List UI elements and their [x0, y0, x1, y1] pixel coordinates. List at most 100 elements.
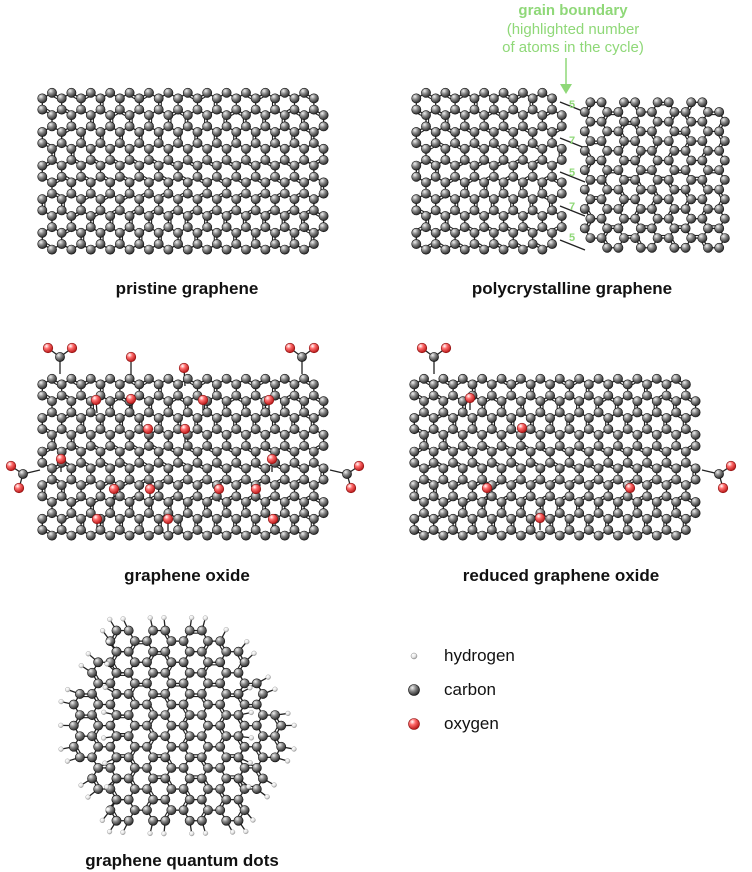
poly-left-carbon-atom	[488, 93, 499, 104]
pristine-carbon-atom	[318, 143, 329, 154]
quantum-hydrogen-atom	[243, 828, 249, 835]
quantum-carbon-atom	[142, 784, 152, 794]
quantum-carbon-atom	[196, 667, 207, 678]
reduced-carbon-atom	[583, 379, 594, 390]
oxide-carbon-atom	[134, 457, 145, 468]
quantum-carbon-atom	[221, 773, 232, 784]
oxygen-atom-icon	[404, 714, 424, 734]
pristine-carbon-atom	[85, 222, 96, 233]
reduced-carbon-atom	[642, 491, 652, 502]
oxide-carbon-atom	[279, 429, 290, 440]
poly-right-carbon-atom	[613, 165, 624, 176]
quantum-hydrogen-atom	[284, 758, 291, 764]
quantum-carbon-atom	[233, 794, 244, 805]
grain-boundary-ring-size: 7	[569, 135, 575, 147]
poly-right-carbon-atom	[635, 165, 646, 176]
reduced-carbon-atom	[545, 480, 555, 491]
pristine-carbon-atom	[318, 110, 329, 121]
pristine-carbon-atom	[211, 93, 222, 104]
pristine-carbon-atom	[231, 104, 242, 115]
reduced-carbon-atom	[690, 441, 701, 451]
oxide-carbon-atom	[153, 525, 164, 535]
poly-left-carbon-atom	[479, 110, 490, 121]
quantum-carbon-atom	[233, 667, 244, 678]
reduced-carbon-atom	[622, 424, 633, 435]
reduced-carbon-atom	[535, 429, 546, 440]
oxide-carbon-atom	[76, 525, 86, 535]
oxide-carbon-atom	[114, 446, 125, 457]
oxide-carbon-atom	[114, 513, 125, 524]
pristine-carbon-atom	[76, 239, 86, 249]
pristine-carbon-atom	[279, 121, 290, 132]
oxide-carbon-atom	[260, 508, 271, 519]
reduced-carbon-atom	[622, 446, 633, 457]
poly-right-carbon-atom	[703, 126, 713, 137]
quantum-carbon-atom	[75, 752, 85, 763]
oxide-carbon-atom	[85, 373, 96, 384]
reduced-carbon-atom	[622, 379, 633, 390]
reduced-carbon-atom	[457, 441, 468, 451]
poly-right-carbon-atom	[663, 116, 674, 127]
oxide-oxygen-atom	[142, 423, 154, 435]
reduced-carbon-atom	[438, 497, 449, 507]
poly-right-carbon-atom	[686, 194, 697, 205]
poly-left-carbon-atom	[450, 239, 460, 249]
reduced-carbon-atom	[613, 474, 623, 485]
oxide-oxygen-atom	[144, 483, 156, 495]
oxide-carbon-atom	[299, 463, 310, 474]
pristine-carbon-atom	[192, 205, 203, 216]
pristine-carbon-atom	[144, 121, 154, 132]
oxide-oxygen-atom	[308, 342, 320, 354]
reduced-carbon-atom	[535, 407, 546, 418]
pristine-carbon-atom	[308, 138, 319, 149]
poly-left-carbon-atom	[450, 127, 460, 137]
poly-right-carbon-atom	[663, 174, 674, 185]
oxide-carbon-atom	[192, 424, 203, 435]
oxide-carbon-atom	[85, 429, 96, 440]
reduced-carbon-atom	[516, 530, 526, 541]
reduced-oxygen-atom	[416, 342, 428, 354]
poly-left-carbon-atom	[547, 160, 557, 171]
quantum-carbon-atom	[93, 763, 104, 773]
pristine-carbon-atom	[66, 222, 77, 233]
reduced-carbon-atom	[613, 373, 623, 384]
reduced-carbon-atom	[419, 407, 429, 418]
pristine-carbon-atom	[308, 160, 319, 171]
poly-left-carbon-atom	[430, 93, 441, 104]
poly-left-carbon-atom	[498, 177, 509, 188]
pristine-carbon-atom	[95, 93, 106, 104]
pristine-carbon-atom	[192, 160, 203, 171]
reduced-carbon-atom	[554, 396, 565, 407]
pristine-carbon-atom	[192, 127, 203, 137]
oxide-carbon-atom	[202, 474, 213, 485]
poly-left-carbon-atom	[518, 188, 528, 199]
pristine-carbon-atom	[144, 110, 154, 121]
reduced-carbon-atom	[506, 457, 517, 468]
poly-right-carbon-atom	[703, 165, 713, 176]
pristine-carbon-atom	[66, 211, 77, 221]
label-graphene-oxide: graphene oxide	[124, 566, 250, 585]
reduced-carbon-atom	[632, 497, 643, 507]
oxide-carbon-atom	[270, 424, 280, 435]
poly-left-carbon-atom	[411, 104, 422, 115]
pristine-carbon-atom	[37, 127, 48, 137]
pristine-carbon-atom	[105, 244, 116, 255]
reduced-carbon-atom	[661, 413, 672, 423]
reduced-carbon-atom	[690, 497, 701, 507]
quantum-carbon-atom	[251, 784, 262, 794]
poly-right-carbon-atom	[585, 213, 596, 224]
pristine-carbon-atom	[37, 171, 48, 182]
quantum-hydrogen-atom	[247, 685, 253, 691]
oxide-carbon-atom	[144, 373, 154, 384]
quantum-hydrogen-atom	[265, 674, 271, 680]
oxide-carbon-atom	[47, 396, 57, 407]
poly-left-carbon-atom	[411, 93, 422, 104]
poly-left-carbon-atom	[556, 222, 567, 233]
reduced-carbon-atom	[671, 407, 682, 418]
poly-right-carbon-atom	[619, 155, 629, 166]
quantum-carbon-atom	[184, 731, 195, 742]
quantum-hydrogen-atom	[147, 615, 153, 621]
oxide-oxygen-atom	[179, 423, 191, 435]
quantum-carbon-atom	[87, 710, 97, 720]
grain-boundary-title: grain boundary	[518, 2, 628, 19]
